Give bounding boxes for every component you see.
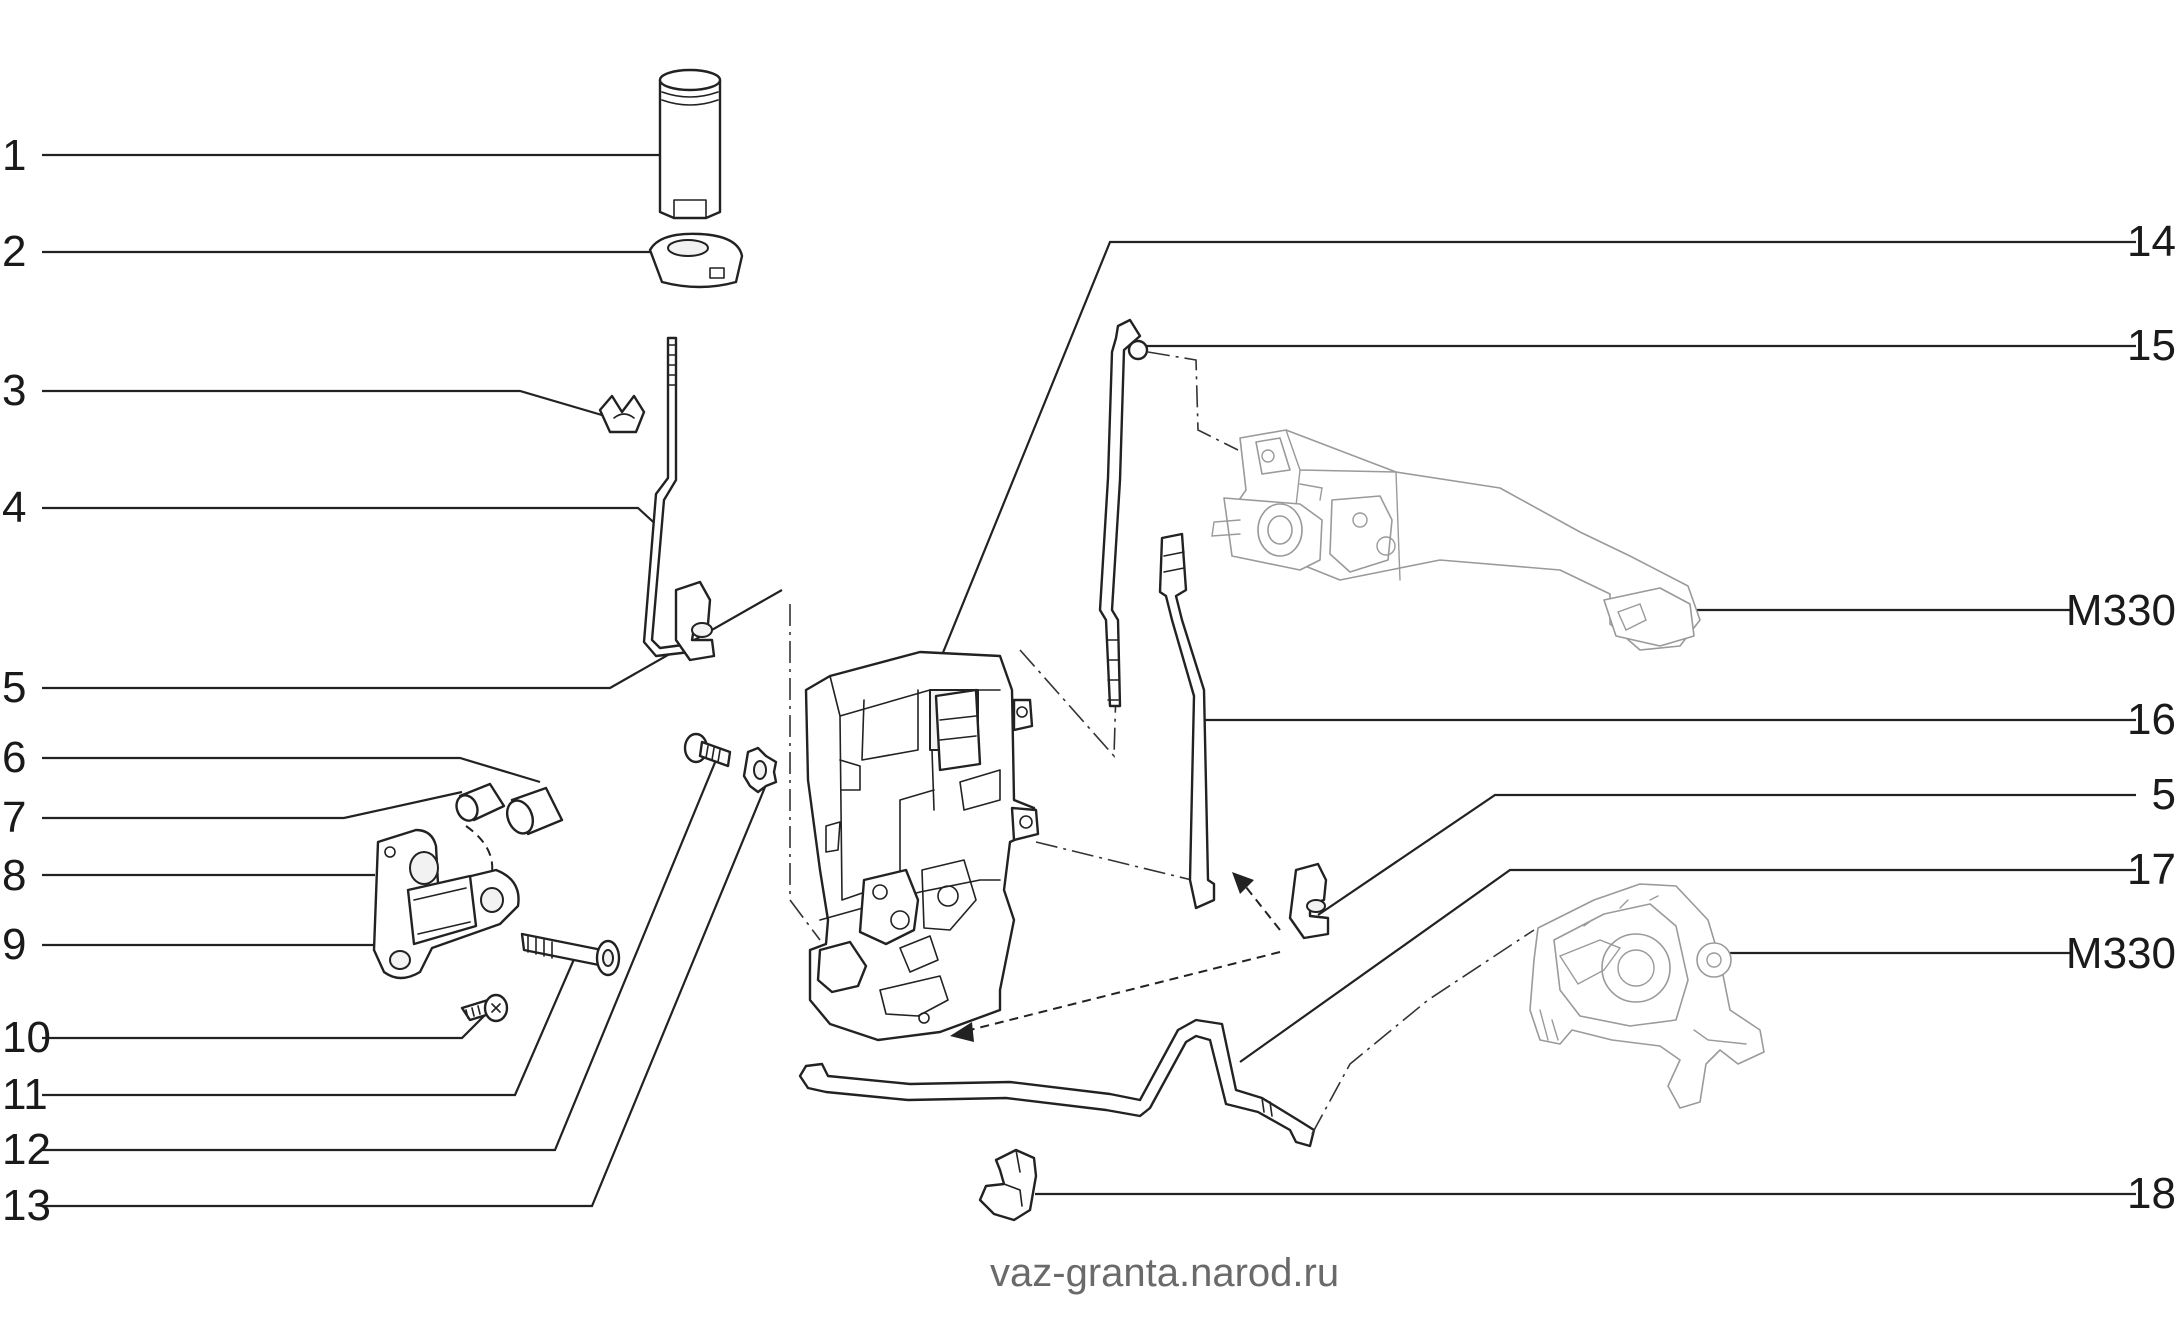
part-12-screw	[683, 732, 732, 768]
assembly-arrow-clip-to-lock	[961, 951, 1281, 1033]
callout-8: 8	[2, 851, 26, 900]
part-7-small-bushing	[455, 782, 506, 822]
callout-11: 11	[2, 1070, 48, 1119]
part-13-gear	[742, 746, 778, 794]
leader-lines	[42, 153, 2136, 1208]
assembly-line-lock-rod5	[789, 604, 821, 941]
assembly-arrow-bushings	[465, 825, 494, 883]
callout-5-upper: 5	[2, 663, 26, 712]
callout-15: 15	[2127, 321, 2176, 370]
callout-13: 13	[2, 1181, 51, 1230]
callout-6: 6	[2, 733, 26, 782]
part-1-lock-button	[658, 68, 722, 220]
part-5-rod-clip-lower	[1288, 862, 1330, 940]
part-18-clip	[978, 1148, 1038, 1222]
interior-door-handle-m330	[1529, 883, 1765, 1109]
callout-12: 12	[2, 1125, 51, 1174]
part-15-handle-rod	[1098, 318, 1149, 708]
part-5-rod-clip-upper	[674, 580, 716, 662]
arrow-head-rod16	[1232, 872, 1254, 894]
callout-labels: 1 2 3 4 5 6 7 8 9 10 11 12 13 14 15 M330…	[2, 131, 2176, 1230]
part-14-lock-assembly	[804, 650, 1040, 1042]
callout-18: 18	[2127, 1169, 2176, 1218]
callout-2: 2	[2, 227, 26, 276]
callout-9: 9	[2, 920, 26, 969]
part-2-bezel	[648, 232, 744, 289]
assembly-line-rod17-handle	[1311, 929, 1535, 1135]
callout-17: 17	[2127, 845, 2176, 894]
site-watermark: vaz-granta.narod.ru	[990, 1251, 1339, 1295]
exterior-door-handle-m330	[1211, 429, 1701, 651]
part-16-rod	[1158, 532, 1216, 910]
callout-7: 7	[2, 793, 26, 842]
callout-m330-interior: M330	[2066, 929, 2176, 978]
arrow-head-lock	[950, 1022, 974, 1042]
part-3-clip	[598, 394, 646, 434]
assembly-line-lock-rod15	[1019, 649, 1117, 759]
assembly-line-rod15-handle	[1147, 351, 1239, 451]
callout-14: 14	[2127, 217, 2176, 266]
part-17-inner-handle-rod	[798, 1018, 1316, 1148]
assembly-line-lock-rod16	[1035, 841, 1201, 883]
callout-3: 3	[2, 366, 26, 415]
part-6-large-bushing	[505, 786, 564, 836]
callout-5-lower: 5	[2152, 770, 2176, 819]
callout-4: 4	[2, 483, 26, 532]
callout-m330-exterior: M330	[2066, 586, 2176, 635]
assembly-arrow-clip-to-rod16	[1241, 881, 1281, 931]
callout-16: 16	[2127, 695, 2176, 744]
callout-10: 10	[2, 1013, 51, 1062]
part-9-striker-loop	[406, 874, 478, 946]
part-11-bolt	[520, 932, 621, 977]
part-10-screw	[460, 993, 509, 1023]
callout-1: 1	[2, 131, 26, 180]
